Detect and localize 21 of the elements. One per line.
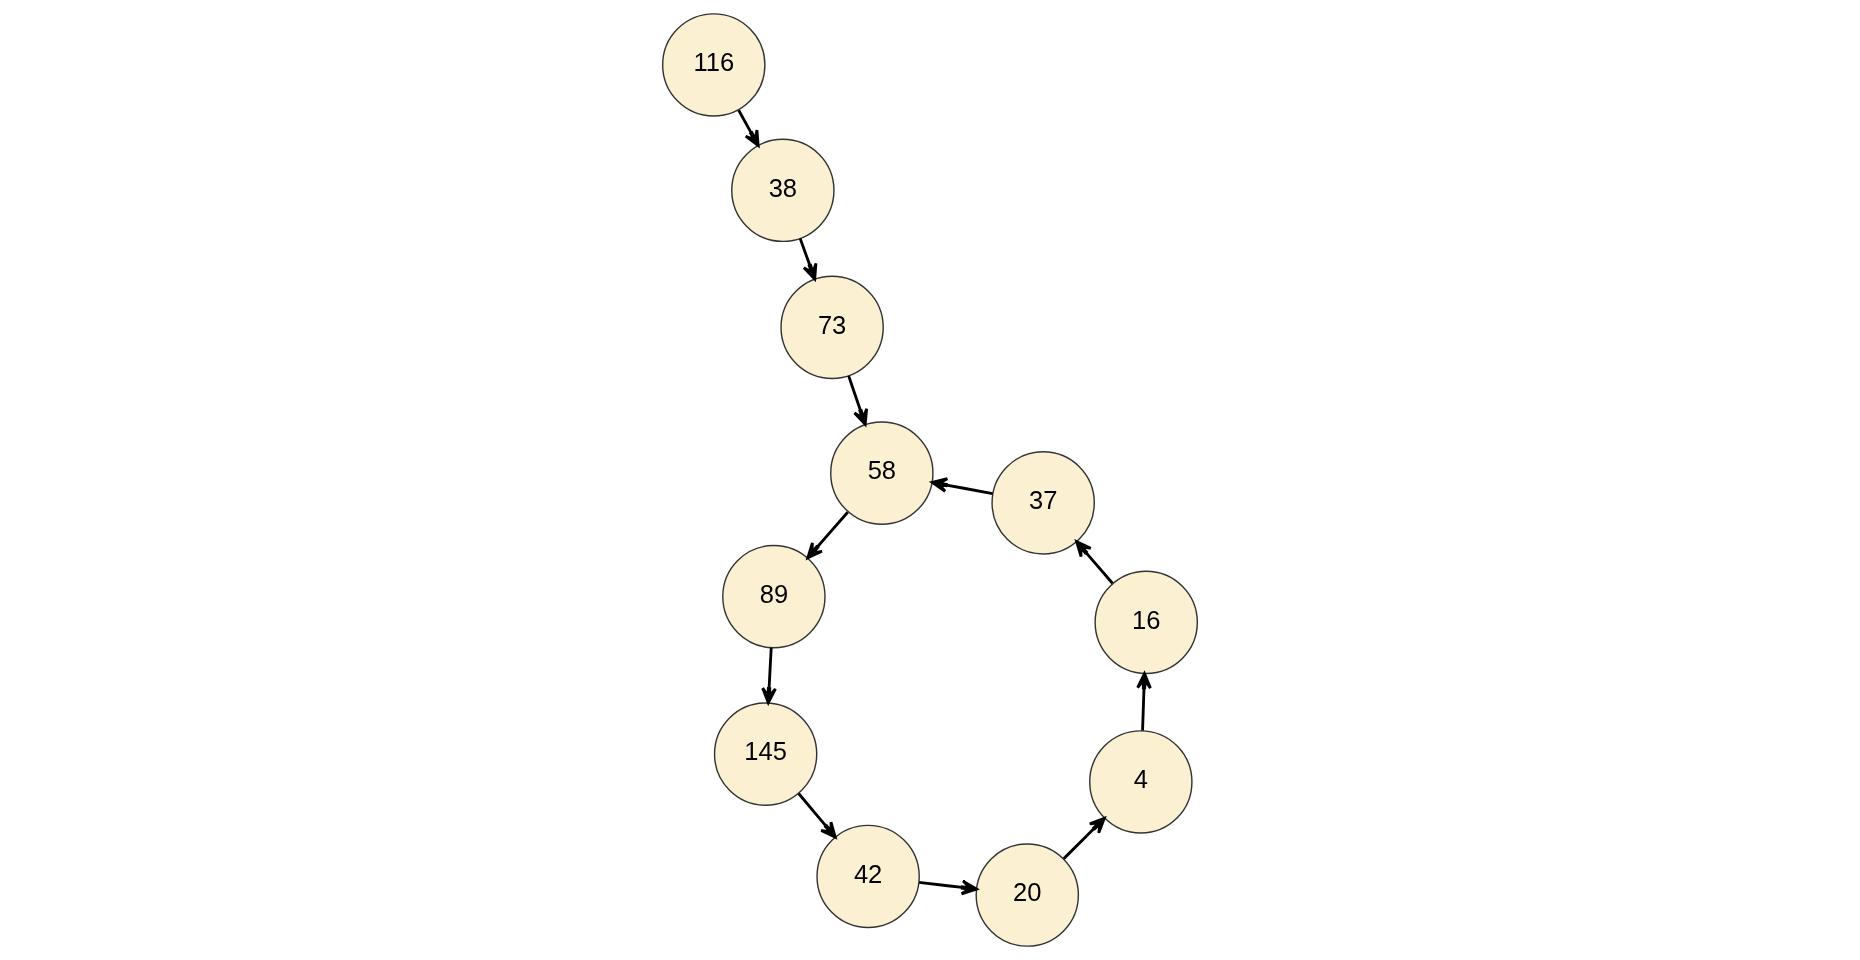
arrow — [1136, 672, 1152, 731]
node-circle: 38 — [731, 138, 835, 243]
node-circle: 16 — [1094, 570, 1199, 675]
arrow — [806, 511, 849, 560]
arrow — [847, 375, 869, 426]
node-circle: 73 — [780, 275, 884, 380]
arrow — [737, 109, 760, 147]
arrow — [930, 477, 993, 495]
node-circle: 20 — [975, 843, 1080, 947]
node-circle: 145 — [713, 702, 818, 806]
node-circle: 89 — [722, 544, 826, 649]
arrow — [797, 792, 837, 839]
node-circle: 58 — [830, 421, 934, 525]
arrow — [798, 238, 818, 281]
arrow — [1075, 540, 1114, 585]
arrow — [761, 647, 777, 705]
node-circle: 42 — [816, 824, 920, 929]
node-circle: 116 — [661, 13, 766, 117]
arrow — [1062, 816, 1106, 860]
arrow — [918, 879, 978, 896]
node-circle: 37 — [991, 451, 1095, 555]
